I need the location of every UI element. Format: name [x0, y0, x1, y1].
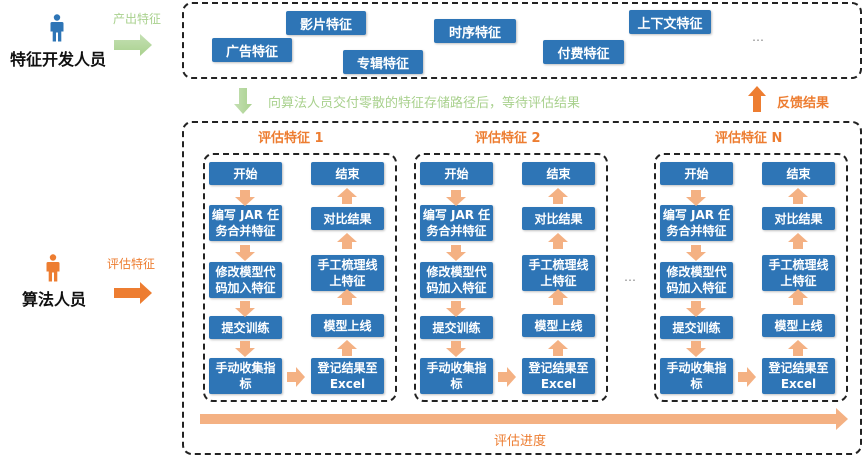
feature-box: 广告特征 [212, 38, 292, 62]
flow-up-arrow-icon [788, 233, 808, 249]
flow-down-arrow-icon [446, 341, 466, 357]
flow-step: 模型上线 [311, 314, 384, 337]
feedback-up-arrow-icon [748, 86, 766, 112]
more-panels-ellipsis: … [624, 270, 637, 284]
flow-step: 修改模型代码加入特征 [660, 262, 733, 298]
flow-down-arrow-icon [446, 245, 466, 261]
evaluate-arrow-icon [114, 282, 152, 304]
flow-up-arrow-icon [548, 233, 568, 249]
flow-step: 修改模型代码加入特征 [420, 262, 493, 298]
more-features-ellipsis: … [752, 30, 765, 44]
flow-up-arrow-icon [788, 289, 808, 305]
delivery-text: 向算法人员交付零散的特征存储路径后，等待评估结果 [268, 96, 581, 111]
flow-step: 编写 JAR 任务合并特征 [209, 205, 282, 241]
flow-down-arrow-icon [446, 190, 466, 206]
evaluation-panel [654, 153, 848, 402]
flow-step: 模型上线 [762, 314, 835, 337]
flow-step: 提交训练 [209, 316, 282, 339]
feature-pool-container [182, 2, 862, 79]
feature-box: 时序特征 [434, 19, 516, 43]
flow-up-arrow-icon [337, 188, 357, 204]
flow-step: 对比结果 [522, 207, 595, 230]
evaluate-features-label: 评估特征 [107, 257, 156, 271]
feature-box: 影片特征 [286, 11, 366, 35]
flow-step: 对比结果 [762, 207, 835, 230]
flow-step: 手动收集指标 [209, 358, 282, 394]
panel-title: 评估特征 N [715, 131, 783, 146]
flow-step: 编写 JAR 任务合并特征 [660, 205, 733, 241]
produce-arrow-icon [114, 34, 152, 56]
flow-right-arrow-icon [287, 367, 305, 387]
flow-up-arrow-icon [337, 289, 357, 305]
flow-down-arrow-icon [235, 301, 255, 317]
developer-person-icon [50, 14, 64, 42]
flow-step: 手动收集指标 [420, 358, 493, 394]
flow-step: 结束 [522, 162, 595, 185]
flow-step: 开始 [420, 162, 493, 185]
flow-right-arrow-icon [738, 367, 756, 387]
flow-step: 手工梳理线上特征 [522, 255, 595, 291]
flow-step: 提交训练 [420, 316, 493, 339]
flow-down-arrow-icon [686, 190, 706, 206]
feature-box: 付费特征 [543, 40, 624, 64]
flow-step: 结束 [311, 162, 384, 185]
flow-step: 对比结果 [311, 207, 384, 230]
flow-down-arrow-icon [235, 341, 255, 357]
flow-step: 修改模型代码加入特征 [209, 262, 282, 298]
flow-step: 模型上线 [522, 314, 595, 337]
flow-up-arrow-icon [337, 233, 357, 249]
flow-right-arrow-icon [498, 367, 516, 387]
evaluation-container [182, 121, 862, 455]
flow-down-arrow-icon [446, 301, 466, 317]
flow-down-arrow-icon [235, 245, 255, 261]
flow-down-arrow-icon [235, 190, 255, 206]
evaluation-panel [414, 153, 608, 402]
flow-step: 手动收集指标 [660, 358, 733, 394]
delivery-down-arrow-icon [234, 88, 252, 114]
flow-step: 登记结果至 Excel [762, 358, 835, 394]
flow-up-arrow-icon [548, 340, 568, 356]
panel-title: 评估特征 2 [475, 131, 541, 146]
flow-step: 编写 JAR 任务合并特征 [420, 205, 493, 241]
flow-step: 提交训练 [660, 316, 733, 339]
flow-step: 登记结果至 Excel [522, 358, 595, 394]
algorithm-role-label: 算法人员 [22, 290, 87, 309]
panel-title: 评估特征 1 [258, 131, 324, 146]
flow-up-arrow-icon [788, 188, 808, 204]
flow-step: 开始 [209, 162, 282, 185]
flow-down-arrow-icon [686, 341, 706, 357]
flow-down-arrow-icon [686, 301, 706, 317]
flow-step: 手工梳理线上特征 [762, 255, 835, 291]
feature-box: 专辑特征 [343, 50, 423, 74]
evaluation-panel [203, 153, 397, 402]
flow-step: 手工梳理线上特征 [311, 255, 384, 291]
progress-arrow-icon [200, 408, 848, 430]
flow-step: 开始 [660, 162, 733, 185]
flow-up-arrow-icon [548, 289, 568, 305]
flow-up-arrow-icon [788, 340, 808, 356]
developer-role-label: 特征开发人员 [10, 50, 107, 69]
produce-features-label: 产出特征 [113, 12, 162, 26]
flow-down-arrow-icon [686, 245, 706, 261]
flow-step: 结束 [762, 162, 835, 185]
progress-label: 评估进度 [494, 434, 547, 449]
flow-up-arrow-icon [548, 188, 568, 204]
feedback-text: 反馈结果 [777, 96, 830, 111]
feature-box: 上下文特征 [629, 10, 711, 34]
algorithm-person-icon [46, 254, 60, 282]
flow-up-arrow-icon [337, 340, 357, 356]
flow-step: 登记结果至 Excel [311, 358, 384, 394]
